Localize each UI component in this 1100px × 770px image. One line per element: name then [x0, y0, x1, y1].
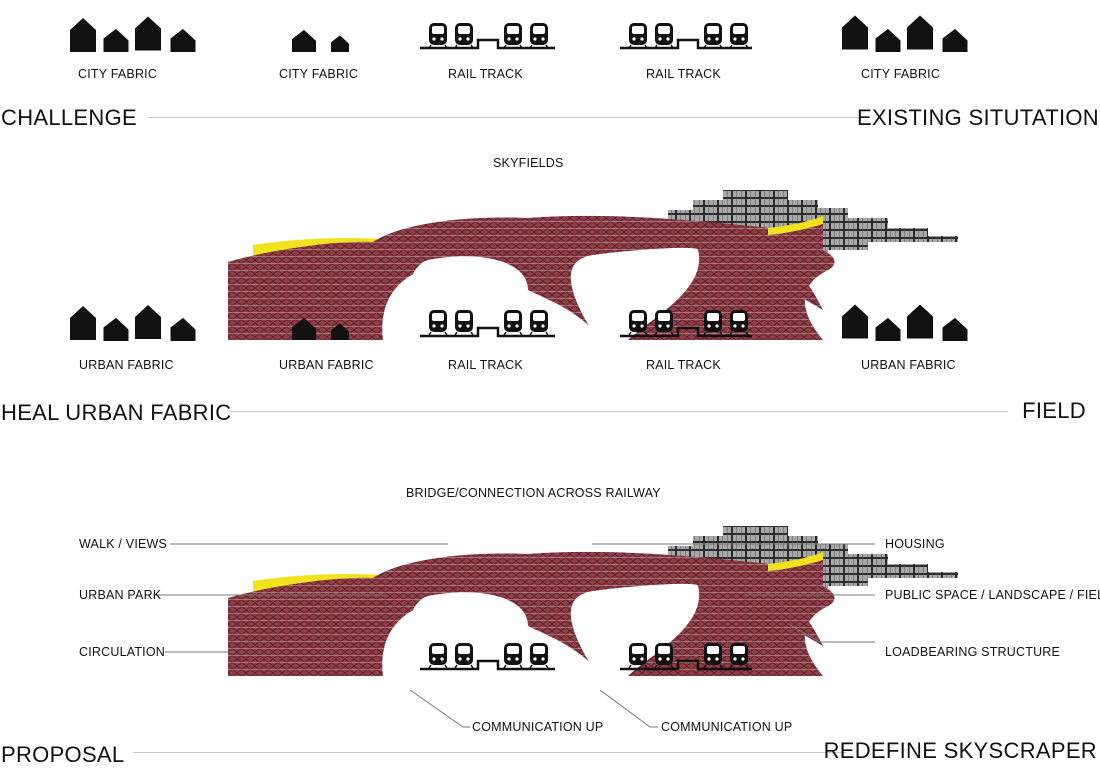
row2-top-label: SKYFIELDS [493, 156, 564, 170]
row1-city-fabric-left-icons [70, 16, 196, 52]
row2-label-rail-track-1: RAIL TRACK [448, 358, 523, 372]
row3-leader-lines [155, 543, 875, 728]
row3-label-circulation: CIRCULATION [79, 645, 166, 659]
row2-rail-track-2-icons [620, 309, 752, 338]
row2-label-rail-track-2: RAIL TRACK [646, 358, 721, 372]
row3-label-communication-up-1: COMMUNICATION UP [472, 720, 604, 734]
row2-urban-fabric-left-icons [70, 305, 196, 341]
row1-left-title: CHALLENGE [1, 105, 137, 130]
row3-top-label: BRIDGE/CONNECTION ACROSS RAILWAY [406, 486, 661, 500]
row1-city-fabric-right-icons [842, 15, 968, 52]
row1-label-rail-track-2: RAIL TRACK [646, 67, 721, 81]
row2-right-title: FIELD [1022, 398, 1086, 423]
row1-label-city-fabric-mid: CITY FABRIC [279, 67, 359, 81]
row1-rail-track-1-icons [420, 22, 555, 50]
row3-divider [133, 752, 846, 753]
row2-left-title: HEAL URBAN FABRIC [1, 400, 232, 425]
row3-label-housing: HOUSING [885, 537, 945, 551]
row2-label-urban-fabric-left: URBAN FABRIC [79, 358, 174, 372]
row1-label-city-fabric-right: CITY FABRIC [861, 67, 941, 81]
row2-urban-fabric-right-icons [842, 304, 968, 341]
row3-label-loadbearing: LOADBEARING STRUCTURE [885, 645, 1061, 659]
row3-label-walk-views: WALK / VIEWS [79, 537, 168, 551]
row2-label-urban-fabric-right: URBAN FABRIC [861, 358, 956, 372]
row3-label-communication-up-2: COMMUNICATION UP [661, 720, 793, 734]
row1-rail-track-2-icons [620, 22, 752, 50]
row1-label-rail-track-1: RAIL TRACK [448, 67, 523, 81]
skyfields-structure-row3 [228, 526, 958, 676]
row1-divider [148, 117, 860, 118]
row3-label-public-space: PUBLIC SPACE / LANDSCAPE / FIELD [885, 588, 1100, 602]
row1-right-title: EXISTING SITUTATION [856, 105, 1099, 130]
row3-rail-track-1-icons [420, 642, 555, 671]
row1-city-fabric-mid-icons [292, 29, 349, 52]
row3-label-urban-park: URBAN PARK [79, 588, 162, 602]
row3-rail-track-2-icons [620, 642, 752, 671]
row2-rail-track-1-icons [420, 309, 555, 338]
row3-left-title: PROPOSAL [1, 742, 125, 767]
row2-label-urban-fabric-mid: URBAN FABRIC [279, 358, 374, 372]
row1-label-city-fabric-left: CITY FABRIC [78, 67, 158, 81]
row3-right-title: REDEFINE SKYSCRAPER [823, 738, 1097, 763]
row2-divider [228, 411, 1008, 412]
